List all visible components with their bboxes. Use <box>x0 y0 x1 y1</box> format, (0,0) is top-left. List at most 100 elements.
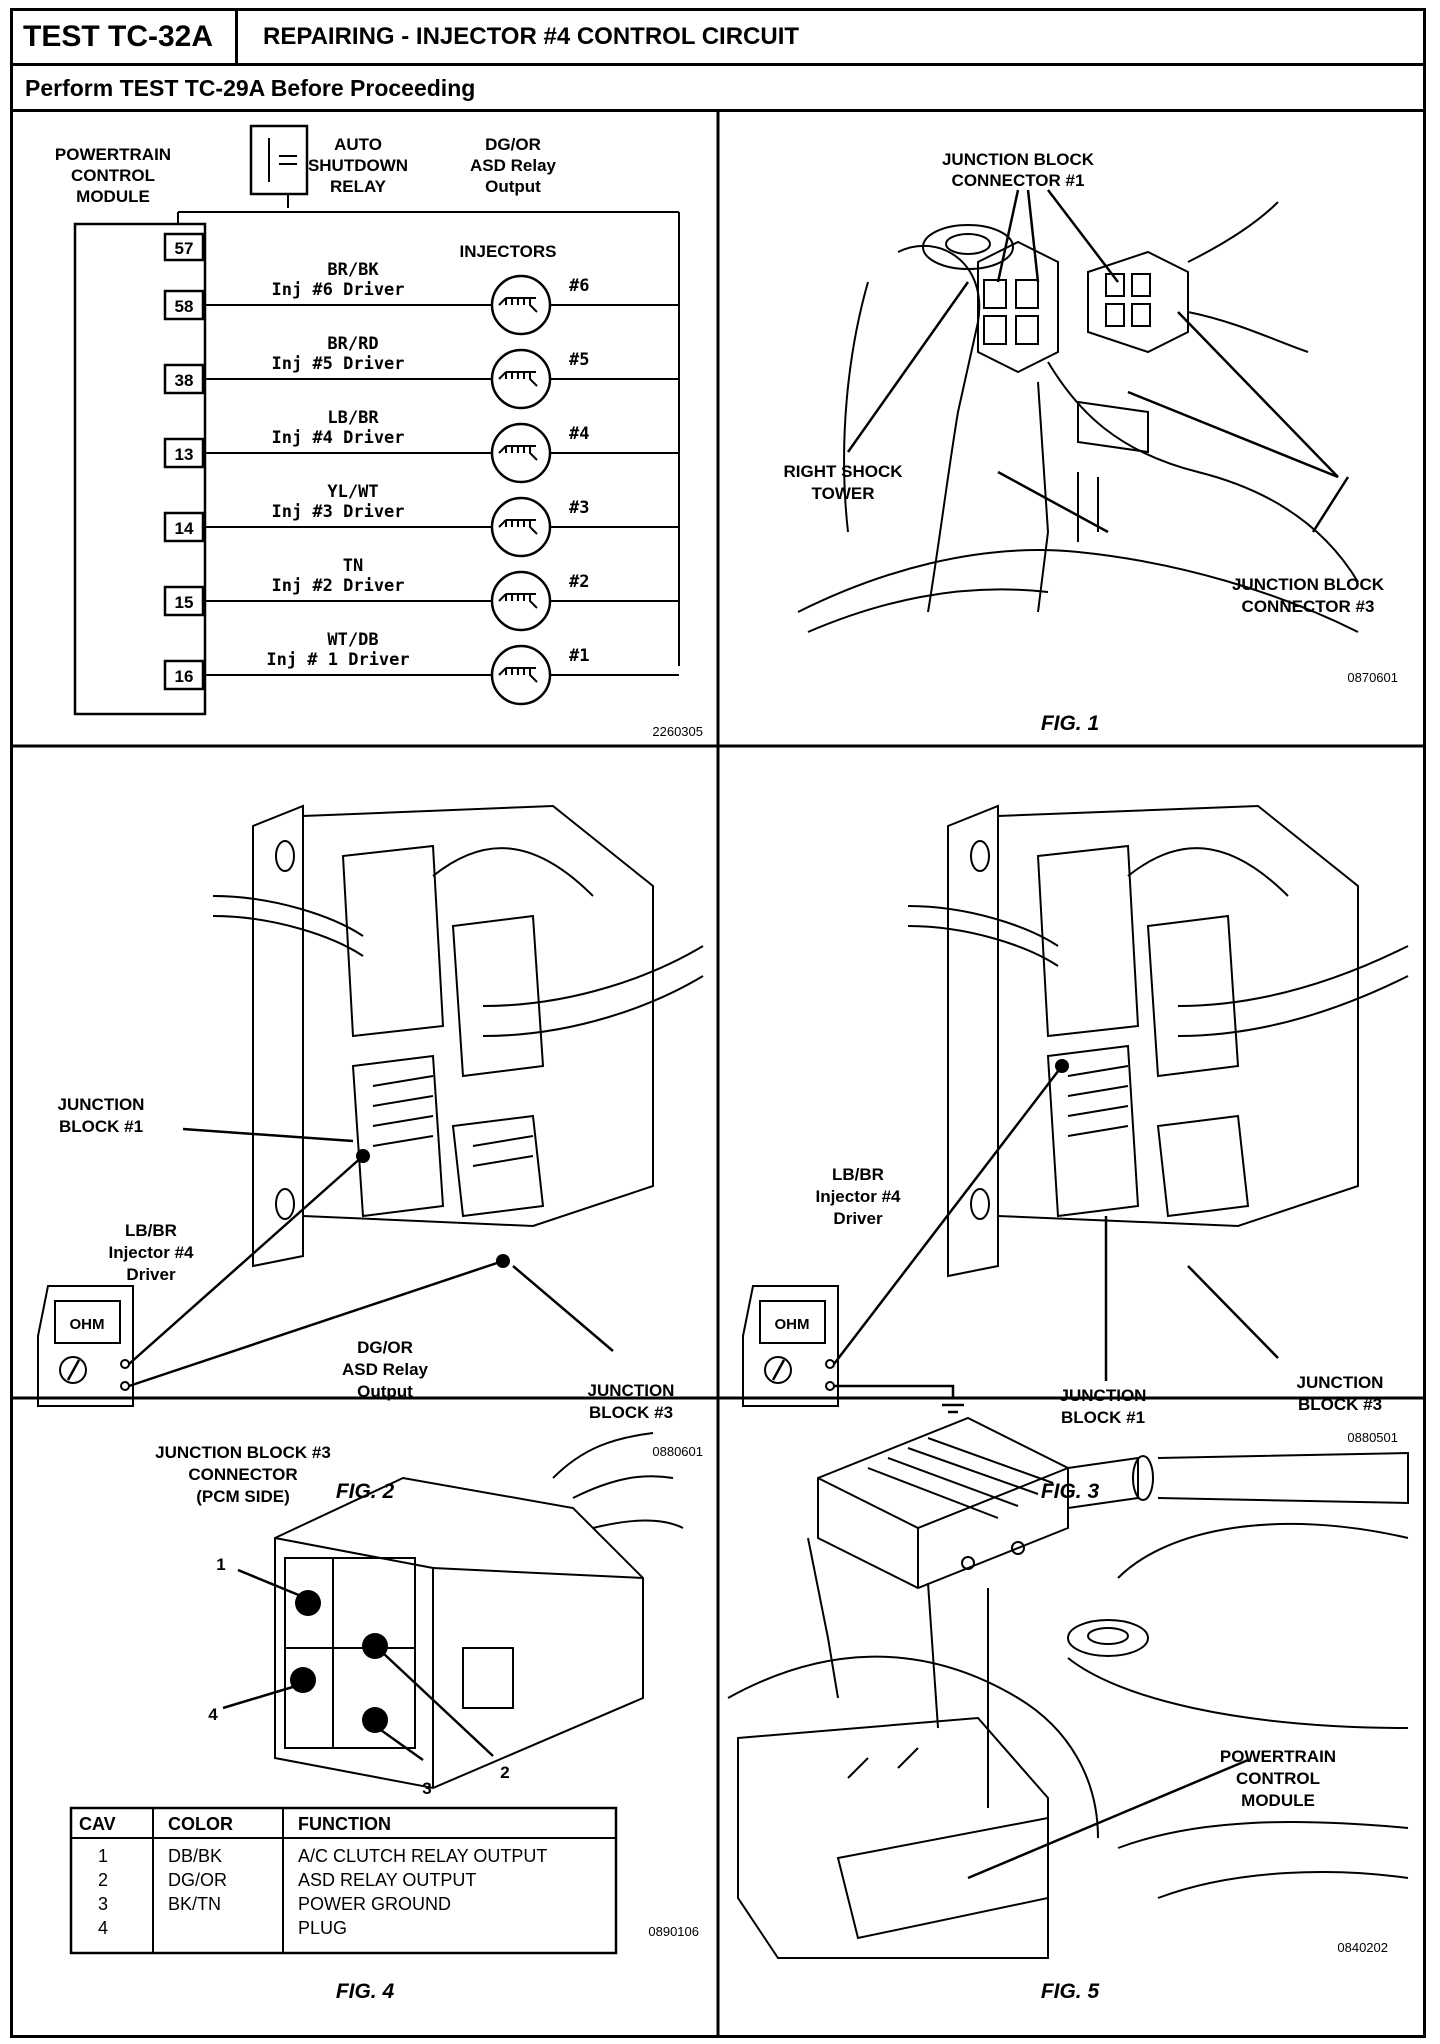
fig4-cavity-2 <box>362 1633 388 1659</box>
pin-box <box>163 363 205 395</box>
fig3-label-jb1-1: JUNCTION <box>1060 1386 1147 1405</box>
asd-output-label-3: Output <box>485 177 541 196</box>
fig4-callout-3: 3 <box>422 1779 431 1798</box>
pin-number: 58 <box>175 297 194 316</box>
fig4-panel: JUNCTION BLOCK #3 CONNECTOR (PCM SIDE) <box>69 1432 699 2003</box>
figure-grid: POWERTRAIN CONTROL MODULE AUTO SHUTDOWN … <box>13 112 1423 2037</box>
fig2-leaders <box>128 1127 614 1388</box>
fig4-callout-1: 1 <box>216 1555 225 1574</box>
injector-number: #1 <box>569 646 589 666</box>
asd-label-3: RELAY <box>330 177 387 196</box>
fig2-drawing <box>212 804 704 1268</box>
injector-coil-icon <box>490 570 552 632</box>
fig2-label-asd-2: ASD Relay <box>342 1360 429 1379</box>
schematic-ref: 2260305 <box>652 724 703 739</box>
pin-box <box>163 511 205 543</box>
fig1-caption: FIG. 1 <box>1041 712 1099 735</box>
fig1-panel: JUNCTION BLOCK CONNECTOR #1 RIGHT SHOCK … <box>784 150 1399 735</box>
fig4-connector-drawing <box>274 1432 684 1790</box>
fig2-caption: FIG. 2 <box>336 1480 395 1503</box>
wiring-schematic: POWERTRAIN CONTROL MODULE AUTO SHUTDOWN … <box>55 124 703 739</box>
relay-icon <box>249 124 309 196</box>
fig4-caption: FIG. 4 <box>336 1980 395 2003</box>
fig1-label-shock-1: RIGHT SHOCK <box>784 462 904 481</box>
injector-number: #4 <box>569 424 589 444</box>
asd-label-2: SHUTDOWN <box>308 156 408 175</box>
fig2-label-driver-2: Injector #4 <box>108 1243 194 1262</box>
fig4-connector-label-2: CONNECTOR <box>188 1465 297 1484</box>
fig5-ref: 0840202 <box>1337 1940 1388 1955</box>
wire-color: TN <box>343 556 363 576</box>
table-header-function: FUNCTION <box>298 1814 391 1834</box>
table-header-color: COLOR <box>168 1814 233 1834</box>
driver-label: Inj # 1 Driver <box>266 650 409 670</box>
driver-label: Inj #3 Driver <box>271 502 404 522</box>
fig3-label-jb1-2: BLOCK #1 <box>1061 1408 1145 1427</box>
fig3-label-driver-3: Driver <box>833 1209 883 1228</box>
injector-number: #5 <box>569 350 589 370</box>
cell-color: BK/TN <box>168 1894 221 1914</box>
fig4-callout-4: 4 <box>208 1705 218 1724</box>
fig2-label-driver-3: Driver <box>126 1265 176 1284</box>
fig1-leaders <box>846 189 1350 534</box>
fig2-meter-knob-icon <box>59 1356 87 1384</box>
fig1-ref: 0870601 <box>1347 670 1398 685</box>
fig4-leaders <box>222 1568 494 1762</box>
fig4-connector-label-1: JUNCTION BLOCK #3 <box>155 1443 331 1462</box>
fig2-label-jb3-2: BLOCK #3 <box>589 1403 673 1422</box>
fig2-panel: OHM JUNCTION BLOCK #1 LB/BR Injector #4 … <box>37 804 704 1503</box>
injector-coil-icon <box>490 422 552 484</box>
fig3-ref: 0880501 <box>1347 1430 1398 1445</box>
cell-function: POWER GROUND <box>298 1894 451 1914</box>
pin-box <box>163 659 205 691</box>
fig3-label-jb3-2: BLOCK #3 <box>1298 1395 1382 1414</box>
fig3-panel: OHM LB/BR Injector #4 Driver JUNCTION <box>742 804 1409 1503</box>
pin-box-top <box>163 232 205 262</box>
fig4-cavity-1 <box>295 1590 321 1616</box>
table-row: 2 DG/OR ASD RELAY OUTPUT <box>98 1870 476 1890</box>
cell-function: ASD RELAY OUTPUT <box>298 1870 476 1890</box>
test-id: TEST TC-32A <box>13 11 238 63</box>
wire-color: LB/BR <box>327 408 379 428</box>
fig1-label-jb3-2: CONNECTOR #3 <box>1242 597 1375 616</box>
cell-cav: 2 <box>98 1870 108 1890</box>
injector-coil-icon <box>490 274 552 336</box>
cell-function: A/C CLUTCH RELAY OUTPUT <box>298 1846 547 1866</box>
fig5-caption: FIG. 5 <box>1041 1980 1100 2003</box>
wire-color: WT/DB <box>327 630 378 650</box>
injector-number: #3 <box>569 498 589 518</box>
fig3-meter-display: OHM <box>775 1316 810 1333</box>
asd-output-label-1: DG/OR <box>485 135 541 154</box>
pin-number: 15 <box>175 593 194 612</box>
fig4-connector-label-3: (PCM SIDE) <box>196 1487 290 1506</box>
fig3-drawing <box>907 804 1409 1278</box>
wire-color: YL/WT <box>327 482 378 502</box>
pin-top: 57 <box>175 239 194 258</box>
pcm-label-1: POWERTRAIN <box>55 145 171 164</box>
driver-label: Inj #6 Driver <box>271 280 404 300</box>
injector-number: #2 <box>569 572 589 592</box>
fig1-drawing <box>797 201 1359 633</box>
page-title: REPAIRING - INJECTOR #4 CONTROL CIRCUIT <box>263 23 800 50</box>
fig4-cavity-4 <box>290 1667 316 1693</box>
fig5-label-pcm-3: MODULE <box>1241 1791 1315 1810</box>
page-subtitle: Perform TEST TC-29A Before Proceeding <box>13 66 1423 112</box>
wire-color: BR/RD <box>327 334 378 354</box>
fig1-label-shock-2: TOWER <box>812 484 875 503</box>
asd-label-1: AUTO <box>334 135 382 154</box>
pin-box <box>163 437 205 469</box>
cell-color: DG/OR <box>168 1870 227 1890</box>
fig3-ohmmeter: OHM <box>742 1285 839 1407</box>
fig5-label-pcm-1: POWERTRAIN <box>1220 1747 1336 1766</box>
injector-coil-icon <box>490 496 552 558</box>
fig2-ref: 0880601 <box>652 1444 703 1459</box>
pin-box <box>163 289 205 321</box>
